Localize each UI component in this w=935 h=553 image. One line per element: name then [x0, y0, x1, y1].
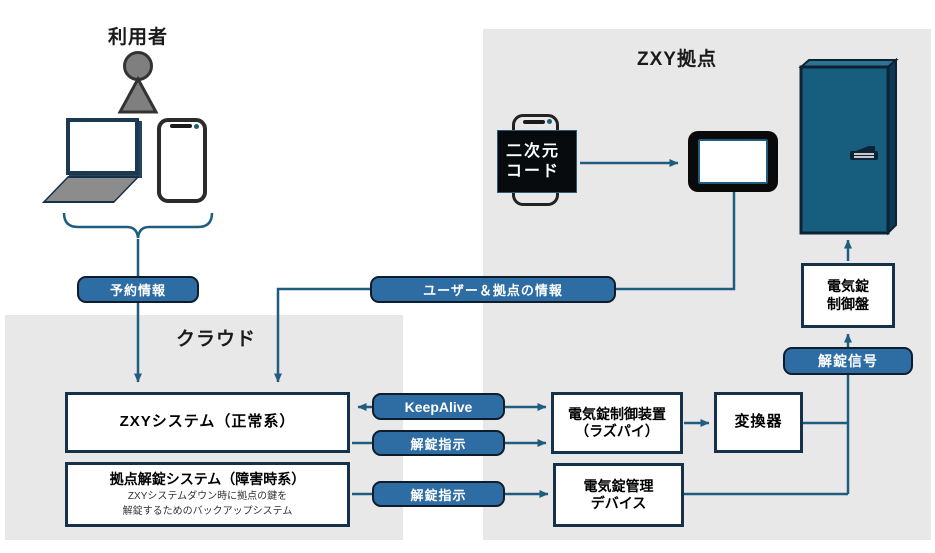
- door-handle-icon: [850, 146, 878, 160]
- qr-code-label: 二次元 コード: [497, 130, 577, 193]
- control-panel-line1: 電気錠: [827, 278, 869, 294]
- laptop-icon: [66, 118, 139, 175]
- cloud-area-title: クラウド: [175, 329, 256, 350]
- site-unlock-subtext-1: ZXYシステムダウン時に拠点の鍵を: [127, 491, 288, 503]
- unlock-instruction-badge-backup: 解錠指示: [372, 481, 505, 507]
- qr-code-line2: コード: [506, 162, 561, 180]
- zxy-system-label: ZXYシステム（正常系）: [119, 413, 296, 431]
- phone-camera-icon: [194, 124, 199, 129]
- site-unlock-system-box: 拠点解錠システム（障害時系） ZXYシステムダウン時に拠点の鍵を 解錠するための…: [65, 462, 350, 527]
- zxy-system-box: ZXYシステム（正常系）: [65, 392, 350, 453]
- qr-code-line1: 二次元: [506, 142, 561, 160]
- lock-mgmt-line1: 電気錠管理: [583, 477, 654, 494]
- electric-lock-controller-box: 電気錠制御装置 （ラズパイ）: [551, 392, 683, 454]
- zxy-site-area-title: ZXY拠点: [637, 49, 717, 70]
- unlock-signal-badge: 解錠信号: [783, 347, 913, 375]
- site-unlock-title: 拠点解錠システム（障害時系）: [109, 470, 306, 487]
- unlock-instruction-badge-normal: 解錠指示: [372, 430, 505, 456]
- smartphone-icon: [157, 118, 207, 203]
- reservation-info-badge: 予約情報: [77, 276, 199, 303]
- phone-camera-icon: [547, 119, 552, 124]
- site-unlock-subtext-2: 解錠するためのバックアップシステム: [122, 506, 293, 518]
- lock-controller-line2: （ラズパイ）: [575, 423, 659, 439]
- brace-icon: [62, 212, 214, 239]
- converter-label: 変換器: [734, 413, 783, 431]
- electric-lock-management-device-box: 電気錠管理 デバイス: [553, 463, 684, 527]
- tablet-screen: [698, 139, 768, 184]
- tablet-icon: [688, 131, 778, 192]
- door-icon: [798, 57, 899, 236]
- user-area-title: 利用者: [107, 27, 168, 48]
- phone-notch-icon: [170, 124, 192, 128]
- phone-notch-icon: [523, 120, 545, 124]
- converter-box: 変換器: [714, 392, 803, 453]
- electric-lock-control-panel-box: 電気錠 制御盤: [801, 263, 895, 328]
- lock-controller-line1: 電気錠制御装置: [568, 405, 666, 422]
- user-person-icon: [117, 51, 159, 114]
- lock-mgmt-line2: デバイス: [590, 495, 647, 511]
- user-and-site-info-badge: ユーザー＆拠点の情報: [370, 276, 616, 303]
- control-panel-line2: 制御盤: [827, 295, 869, 312]
- keepalive-badge: KeepAlive: [372, 393, 505, 420]
